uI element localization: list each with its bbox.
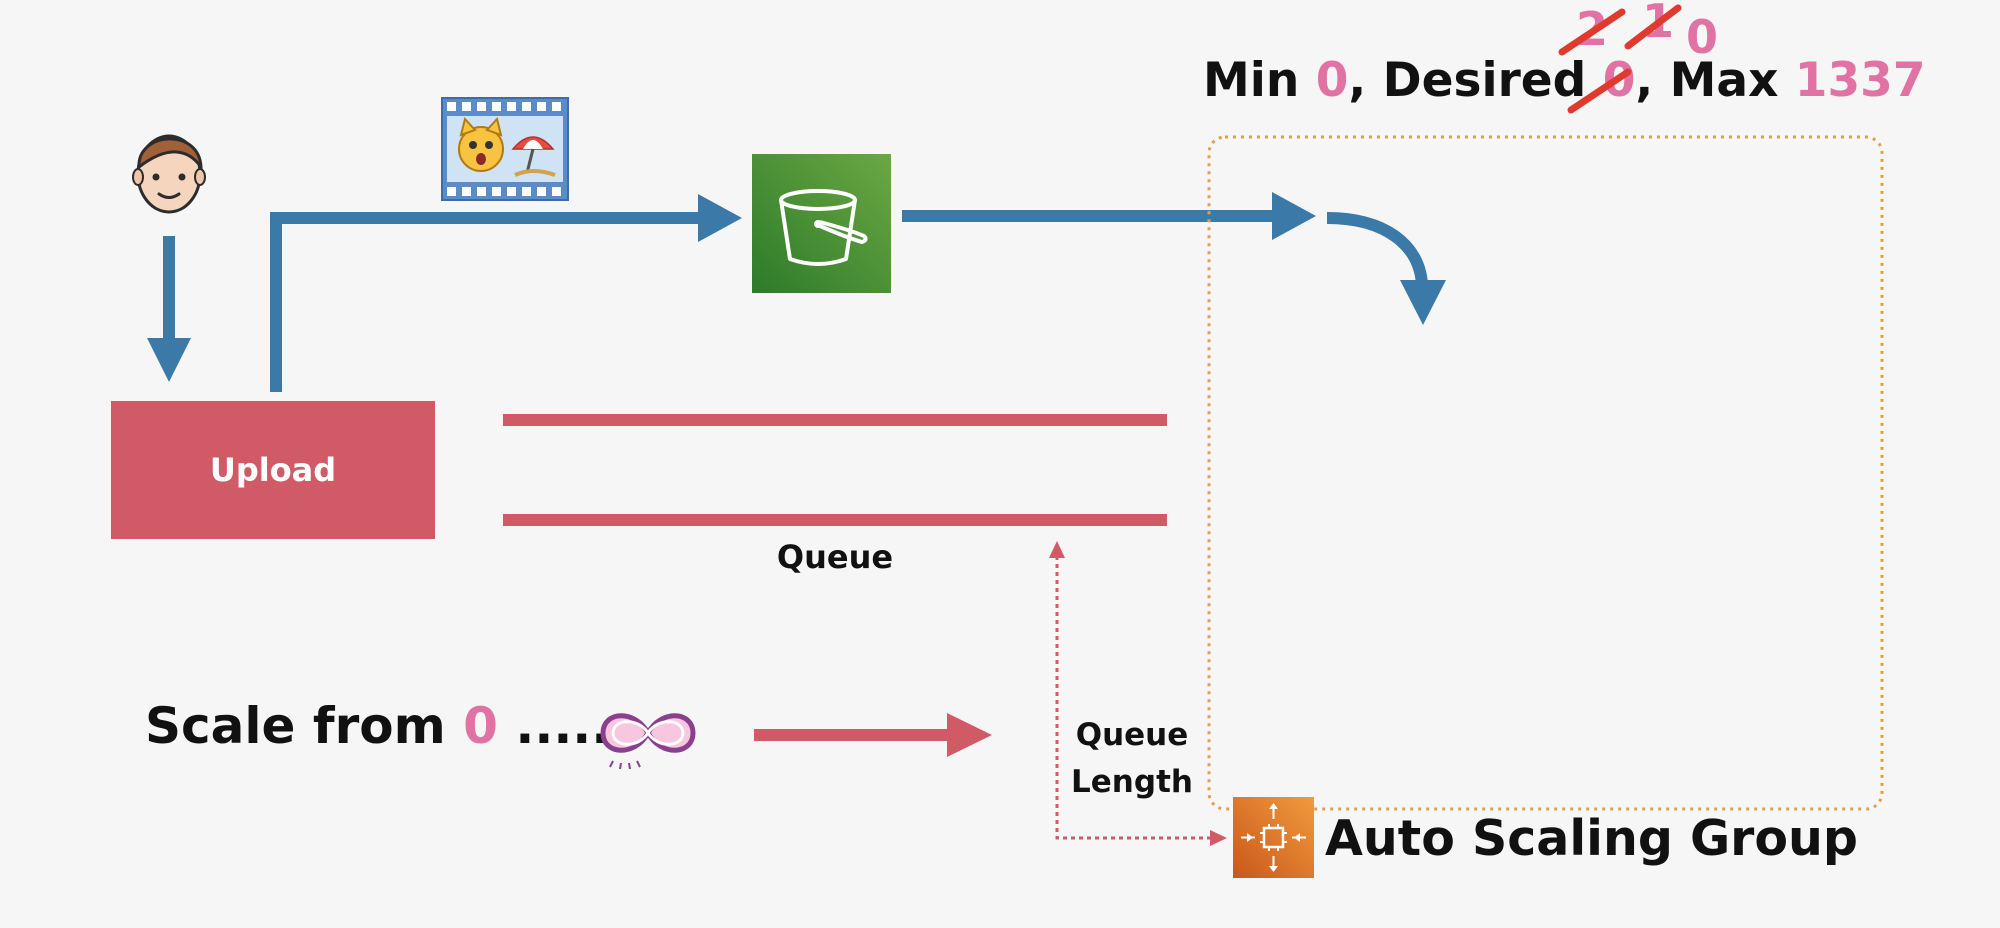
- scale-arrow: [754, 713, 992, 757]
- asg-curved-arrow: [1326, 212, 1446, 325]
- queue-length-label: Queue Length: [1062, 712, 1202, 806]
- scale-prefix: Scale from: [145, 697, 464, 755]
- infinity-icon: [600, 713, 696, 770]
- video-icon: [441, 97, 569, 201]
- upload-label: Upload: [209, 451, 337, 489]
- max-label: , Max: [1635, 53, 1795, 108]
- scale-from-value: 0: [463, 697, 498, 755]
- upload-service-box: Upload: [111, 401, 435, 539]
- asg-label: Auto Scaling Group: [1325, 810, 1858, 867]
- queue-length-connector: [1049, 541, 1227, 846]
- min-value: 0: [1315, 53, 1349, 108]
- queue-length-line1: Queue: [1075, 717, 1189, 753]
- queue-length-line2: Length: [1071, 764, 1193, 800]
- max-value: 1337: [1794, 53, 1926, 108]
- s3-bucket-icon: [752, 154, 891, 293]
- user-icon: [132, 134, 206, 214]
- desired-strikeouts: [1558, 4, 1682, 114]
- asg-capacity-settings: Min 0, Desired 0, Max 1337: [1203, 53, 1926, 108]
- user-to-upload-arrow: [147, 236, 191, 382]
- queue-label: Queue: [776, 538, 894, 576]
- min-label: Min: [1203, 53, 1316, 108]
- scale-statement: Scale from 0 .......: [145, 697, 648, 755]
- desired-history-0: 0: [1686, 10, 1719, 64]
- bucket-to-asg-arrow: [902, 192, 1316, 240]
- ec2-instance-icon: [1233, 797, 1314, 878]
- upload-to-bucket-arrow: [270, 194, 742, 392]
- desired-label: , Desired: [1348, 53, 1603, 108]
- asg-boundary: [1207, 135, 1884, 811]
